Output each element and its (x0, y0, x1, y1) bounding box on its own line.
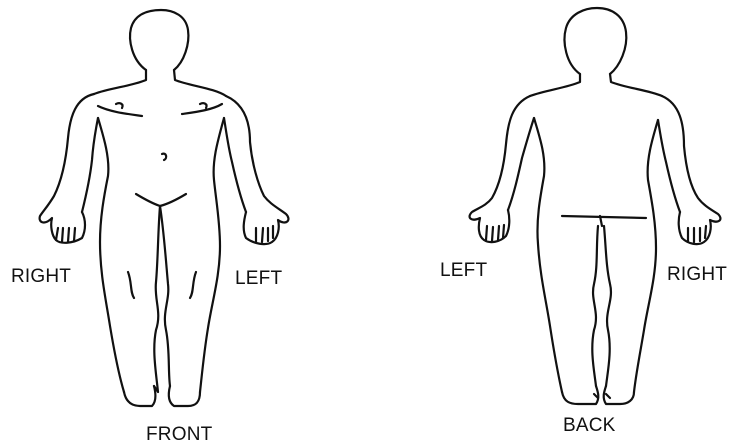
front-groin-line (136, 194, 186, 206)
back-shoulder-viewer-right (610, 74, 662, 96)
back-shoulder-viewer-left (530, 74, 580, 96)
front-neck-right (174, 70, 226, 96)
back-body-figure (470, 8, 721, 404)
front-nipple-right (200, 103, 207, 108)
front-left-side-label: LEFT (235, 268, 282, 290)
back-torso-viewer-left (534, 118, 562, 392)
front-head (130, 10, 188, 70)
front-inner-leg-right (160, 206, 170, 386)
back-arm-inner-viewer-left (508, 118, 534, 210)
front-chest-line-left (98, 106, 142, 116)
front-arm-inner-viewer-right (224, 118, 246, 212)
back-arm-outer-viewer-right (662, 96, 720, 244)
front-right-side-label: RIGHT (11, 266, 71, 288)
front-arm-outer-viewer-right (226, 96, 288, 244)
back-waist-line (562, 216, 646, 218)
front-arm-outer-viewer-left (40, 94, 94, 243)
front-foot-viewer-right (169, 386, 200, 406)
front-view-label: FRONT (146, 424, 212, 446)
front-knee-mark-left (128, 272, 134, 298)
front-foot-viewer-left (124, 386, 155, 406)
back-left-side-label: LEFT (440, 260, 487, 282)
front-hand-fingers-viewer-right (256, 226, 273, 242)
back-arm-outer-viewer-left (470, 96, 530, 242)
front-navel (162, 154, 166, 160)
back-view-label: BACK (563, 415, 616, 437)
back-arm-inner-viewer-right (658, 120, 680, 212)
front-body-figure (40, 10, 289, 406)
front-torso-viewer-left (98, 118, 124, 392)
back-heel-marks (594, 394, 610, 398)
front-neck-left (94, 70, 146, 94)
back-torso-viewer-right (634, 120, 658, 392)
back-head (565, 8, 627, 74)
back-right-side-label: RIGHT (667, 264, 727, 286)
front-torso-viewer-right (200, 118, 224, 392)
back-inner-leg-left (592, 226, 598, 386)
back-foot-viewer-left (562, 386, 598, 404)
back-hand-fingers-viewer-right (688, 226, 706, 242)
back-inner-leg-right (604, 226, 611, 386)
front-chest-line-right (182, 104, 222, 114)
front-arm-inner-viewer-left (82, 118, 98, 212)
front-knee-mark-right (190, 272, 196, 298)
front-inner-leg-left (154, 206, 160, 392)
front-nipple-left (116, 103, 123, 108)
front-hand-fingers-viewer-left (56, 228, 75, 242)
